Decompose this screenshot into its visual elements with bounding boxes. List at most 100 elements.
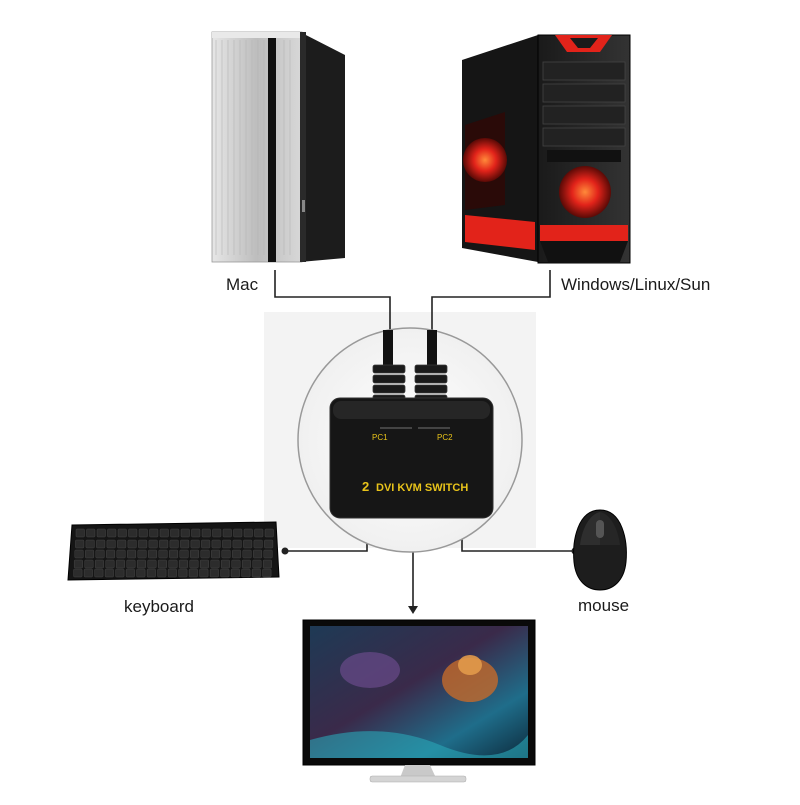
keyboard-key: [136, 559, 146, 569]
keyboard-key: [96, 528, 106, 538]
keyboard-key: [262, 568, 272, 578]
keyboard-key: [233, 528, 243, 538]
monitor-icon: [302, 619, 536, 783]
keyboard-label: keyboard: [124, 597, 194, 616]
keyboard-key: [157, 568, 167, 578]
keyboard-key: [125, 568, 135, 578]
keyboard-key: [117, 528, 127, 538]
keyboard-key: [221, 549, 231, 559]
keyboard-key: [115, 559, 125, 569]
keyboard-key: [85, 549, 95, 559]
keyboard-key: [180, 528, 190, 538]
keyboard-key: [159, 539, 169, 549]
keyboard-key: [169, 549, 179, 559]
keyboard-key: [170, 528, 180, 538]
keyboard-key: [106, 549, 116, 559]
keyboard-key: [241, 559, 251, 569]
monitor-arrow: [408, 606, 418, 614]
keyboard-key: [243, 539, 253, 549]
kvm-title: DVI KVM SWITCH: [376, 482, 468, 494]
keyboard-key: [105, 559, 115, 569]
keyboard-key: [86, 528, 96, 538]
kvm-port2-label: PC2: [437, 433, 453, 442]
keyboard-key: [74, 549, 84, 559]
keyboard-key: [157, 559, 167, 569]
keyboard-key: [201, 539, 211, 549]
keyboard-key: [254, 528, 264, 538]
keyboard-key: [138, 539, 148, 549]
keyboard-key: [146, 568, 156, 578]
keyboard-key: [222, 528, 232, 538]
keyboard-key: [138, 528, 148, 538]
windows-linux-sun-label: Windows/Linux/Sun: [561, 275, 711, 294]
keyboard-key: [264, 528, 274, 538]
keyboard-key: [231, 559, 241, 569]
kvm-logo-digit: 2: [362, 479, 369, 494]
keyboard-key: [116, 549, 126, 559]
kvm-port1-label: PC1: [372, 433, 388, 442]
keyboard-key: [232, 549, 242, 559]
keyboard-key: [262, 559, 272, 569]
keyboard-key: [136, 568, 146, 578]
keyboard-key: [85, 539, 95, 549]
keyboard-key: [75, 539, 85, 549]
keyboard-key: [212, 528, 222, 538]
keyboard-key: [73, 568, 83, 578]
pc-cable-line: [431, 270, 551, 330]
mac-cable-line: [274, 270, 391, 330]
keyboard-key: [178, 568, 188, 578]
keyboard-key: [178, 559, 188, 569]
keyboard-key: [241, 568, 251, 578]
mouse-icon: [573, 509, 627, 591]
keyboard-key: [168, 559, 178, 569]
keyboard-key: [94, 568, 104, 578]
keyboard-key: [117, 539, 127, 549]
keyboard-key: [127, 549, 137, 559]
keyboard-key: [148, 539, 158, 549]
keyboard-key: [179, 549, 189, 559]
keyboard-key: [104, 568, 114, 578]
keyboard-key: [96, 539, 106, 549]
keyboard-key: [222, 539, 232, 549]
keyboard-key: [253, 539, 263, 549]
keyboard-key: [167, 568, 177, 578]
keyboard-key: [84, 559, 94, 569]
keyboard-key: [158, 549, 168, 559]
gaming-tower-icon: [462, 34, 631, 264]
keyboard-key: [159, 528, 169, 538]
keyboard-key: [211, 539, 221, 549]
keyboard-key: [252, 559, 262, 569]
keyboard-key: [180, 539, 190, 549]
keyboard-key: [148, 549, 158, 559]
kvm-switch-icon: [329, 330, 494, 519]
keyboard-key: [211, 549, 221, 559]
keyboard-key: [126, 559, 136, 569]
connection-lines: [274, 270, 575, 610]
keyboard-key: [128, 528, 138, 538]
keyboard-key: [199, 559, 209, 569]
keyboard-key: [263, 549, 273, 559]
mouse-label: mouse: [578, 596, 630, 615]
keyboard-key: [188, 568, 198, 578]
keyboard-key: [115, 568, 125, 578]
keyboard-key: [230, 568, 240, 578]
mac-tower-icon: [211, 31, 345, 263]
mac-label: Mac: [226, 275, 259, 294]
keyboard-key: [127, 539, 137, 549]
keyboard-dot: [281, 547, 289, 555]
keyboard-key: [107, 528, 117, 538]
keyboard-key: [94, 559, 104, 569]
keyboard-key: [106, 539, 116, 549]
keyboard-key: [189, 559, 199, 569]
keyboard-key: [201, 528, 211, 538]
keyboard-key: [190, 539, 200, 549]
keyboard-key: [95, 549, 105, 559]
keyboard-key: [209, 568, 219, 578]
keyboard-key: [149, 528, 159, 538]
keyboard-key: [243, 528, 253, 538]
keyboard-key: [200, 549, 210, 559]
keyboard-key: [220, 568, 230, 578]
keyboard-key: [137, 549, 147, 559]
